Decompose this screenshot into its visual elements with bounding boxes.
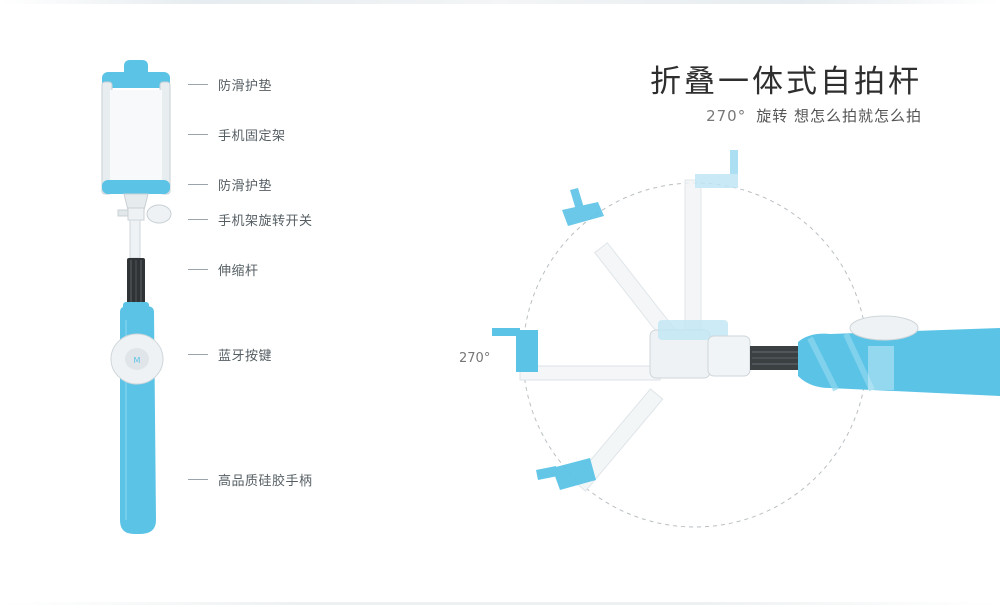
- svg-text:M: M: [134, 356, 141, 365]
- arm-position-up: [684, 150, 738, 341]
- callout-line: [188, 218, 208, 220]
- callout-label: 防滑护垫: [218, 78, 273, 94]
- stick-neck: [129, 219, 141, 259]
- bottom-divider: [0, 602, 1000, 605]
- callout-rotation-switch: 手机架旋转开关: [188, 210, 313, 229]
- callout-line: [188, 83, 208, 85]
- callout-line: [188, 183, 208, 185]
- fold-bluetooth-button: [849, 315, 919, 341]
- callout-label: 高品质硅胶手柄: [218, 473, 313, 489]
- callout-line: [188, 133, 208, 135]
- callout-line: [188, 268, 208, 270]
- callout-label: 手机固定架: [218, 128, 286, 144]
- callout-label: 防滑护垫: [218, 178, 273, 194]
- holder-inner: [110, 90, 162, 188]
- callout-label: 伸缩杆: [218, 263, 259, 279]
- rotation-knob: [146, 204, 172, 224]
- arm-position-left: [492, 328, 661, 381]
- callout-silicone-handle: 高品质硅胶手柄: [188, 470, 313, 489]
- callout-line: [188, 478, 208, 480]
- subtitle-text: 旋转 想怎么拍就怎么拍: [756, 107, 922, 125]
- callout-phone-holder: 手机固定架: [188, 125, 286, 144]
- page-subtitle: 270° 旋转 想怎么拍就怎么拍: [706, 105, 922, 126]
- top-anti-slip-pad: [102, 72, 170, 88]
- callout-label: 手机架旋转开关: [218, 213, 313, 229]
- arm-position-lower-left: [536, 388, 664, 492]
- callout-bottom-pad: 防滑护垫: [188, 175, 273, 194]
- callout-bluetooth-button: 蓝牙按键: [188, 345, 273, 364]
- page-title: 折叠一体式自拍杆: [650, 64, 922, 100]
- top-divider: [0, 0, 1000, 4]
- rotation-joint: [127, 207, 145, 221]
- subtitle-degree: 270°: [706, 107, 747, 125]
- callout-telescopic-rod: 伸缩杆: [188, 260, 259, 279]
- rotation-illustration: [492, 150, 1000, 528]
- callout-line: [188, 353, 208, 355]
- callout-top-pad: 防滑护垫: [188, 75, 273, 94]
- bottom-anti-slip-pad: [102, 180, 170, 194]
- callout-label: 蓝牙按键: [218, 348, 273, 364]
- rotation-angle-label: 270°: [459, 351, 491, 366]
- selfie-stick-illustration: M: [101, 60, 172, 534]
- pivot-head: [649, 320, 751, 379]
- joint-pin: [117, 209, 129, 217]
